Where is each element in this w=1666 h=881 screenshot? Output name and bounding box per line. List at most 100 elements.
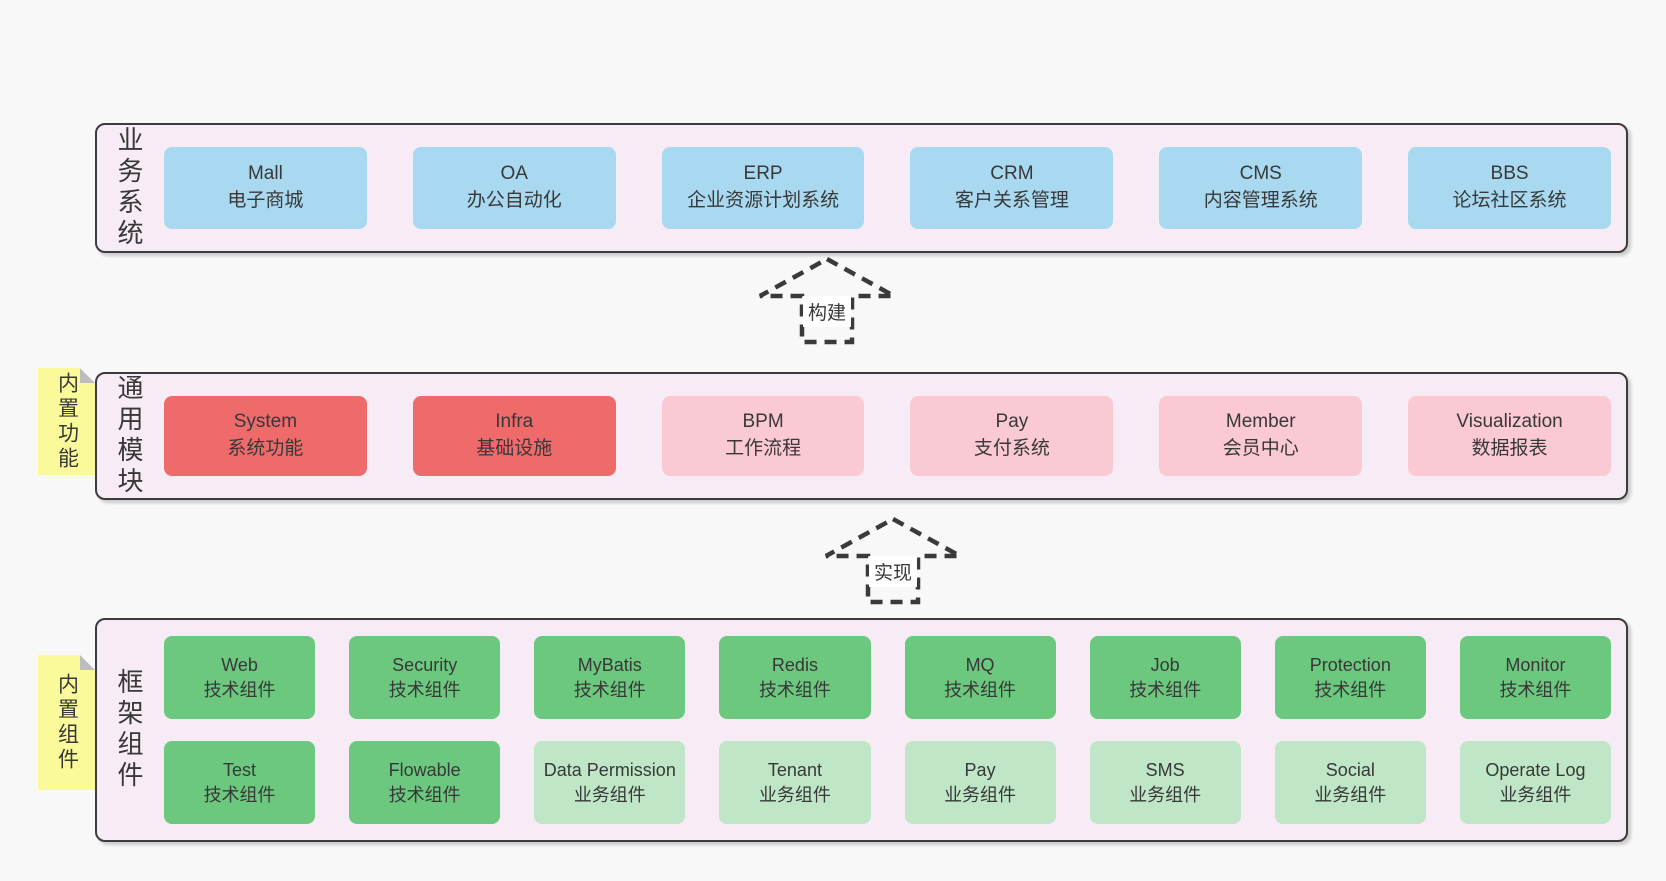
box-protection: Protection 技术组件 [1274, 636, 1426, 719]
framework-components-rows: Web 技术组件 Security 技术组件 MyBatis 技术组件 Redi… [154, 620, 1626, 840]
box-crm: CRM 客户关系管理 [910, 147, 1114, 229]
box-title: Flowable [388, 760, 461, 781]
arrow-label: 实现 [868, 556, 918, 587]
box-subtitle: 技术组件 [388, 784, 461, 805]
box-title: Web [221, 655, 258, 676]
box-title: MyBatis [577, 655, 642, 676]
box-subtitle: 数据报表 [1471, 438, 1548, 459]
box-subtitle: 技术组件 [944, 679, 1017, 700]
folded-corner [80, 655, 95, 670]
layer-common-modules: 通用模块 System 系统功能 Infra 基础设施 BPM 工作流程 Pay… [95, 372, 1628, 500]
box-title: Pay [995, 411, 1029, 433]
box-subtitle: 基础设施 [476, 438, 553, 459]
dashed-up-arrow-icon [824, 516, 962, 605]
box-subtitle: 技术组件 [1499, 679, 1572, 700]
box-title: BBS [1490, 163, 1529, 185]
box-sms: SMS 业务组件 [1089, 741, 1241, 824]
box-title: Monitor [1505, 655, 1566, 676]
box-monitor: Monitor 技术组件 [1459, 636, 1611, 719]
box-title: ERP [743, 163, 783, 185]
box-title: System [233, 411, 298, 433]
box-title: Test [223, 760, 257, 781]
box-subtitle: 技术组件 [203, 784, 276, 805]
box-title: BPM [742, 411, 784, 433]
box-subtitle: 论坛社区系统 [1452, 190, 1567, 211]
box-subtitle: 业务组件 [573, 784, 646, 805]
box-title: Mall [247, 163, 283, 185]
box-subtitle: 会员中心 [1222, 438, 1299, 459]
box-subtitle: 业务组件 [1129, 784, 1202, 805]
biz-components-row: Test 技术组件 Flowable 技术组件 Data Permission … [164, 741, 1611, 824]
tech-components-row: Web 技术组件 Security 技术组件 MyBatis 技术组件 Redi… [164, 636, 1611, 719]
business-systems-row: Mall 电子商城 OA 办公自动化 ERP 企业资源计划系统 CRM 客户关系… [154, 125, 1626, 251]
box-subtitle: 系统功能 [227, 438, 304, 459]
box-subtitle: 办公自动化 [466, 190, 562, 211]
layer-framework-components: 框架组件 Web 技术组件 Security 技术组件 MyBatis 技术组件… [95, 618, 1628, 842]
arrow-implement: 实现 [822, 516, 964, 606]
arrow-build: 构建 [756, 256, 898, 346]
box-job: Job 技术组件 [1089, 636, 1241, 719]
box-title: OA [500, 163, 528, 185]
box-mall: Mall 电子商城 [164, 147, 367, 229]
box-subtitle: 业务组件 [1314, 784, 1387, 805]
layer-title: 业务系统 [114, 126, 144, 250]
box-title: Redis [771, 655, 818, 676]
box-title: Security [392, 655, 458, 676]
box-mq: MQ 技术组件 [904, 636, 1056, 719]
box-security: Security 技术组件 [349, 636, 501, 719]
box-erp: ERP 企业资源计划系统 [661, 147, 865, 229]
box-bpm: BPM 工作流程 [661, 396, 865, 476]
box-subtitle: 支付系统 [973, 438, 1050, 459]
box-infra: Infra 基础设施 [412, 396, 616, 476]
box-operate-log: Operate Log 业务组件 [1459, 741, 1611, 824]
box-redis: Redis 技术组件 [719, 636, 871, 719]
sticky-note-builtin-components: 内置组件 [38, 655, 95, 790]
box-member: Member 会员中心 [1159, 396, 1363, 476]
layer-business-systems: 业务系统 Mall 电子商城 OA 办公自动化 ERP 企业资源计划系统 CRM… [95, 123, 1628, 253]
box-subtitle: 内容管理系统 [1203, 190, 1318, 211]
box-social: Social 业务组件 [1274, 741, 1426, 824]
box-test: Test 技术组件 [164, 741, 316, 824]
box-subtitle: 技术组件 [758, 679, 831, 700]
box-subtitle: 技术组件 [1314, 679, 1387, 700]
box-pay-system: Pay 支付系统 [910, 396, 1114, 476]
box-subtitle: 业务组件 [758, 784, 831, 805]
box-system: System 系统功能 [164, 396, 367, 476]
box-title: Protection [1309, 655, 1391, 676]
box-bbs: BBS 论坛社区系统 [1408, 147, 1611, 229]
common-modules-row: System 系统功能 Infra 基础设施 BPM 工作流程 Pay 支付系统… [154, 374, 1626, 498]
box-tenant: Tenant 业务组件 [719, 741, 871, 824]
box-mybatis: MyBatis 技术组件 [534, 636, 686, 719]
box-title: Social [1325, 760, 1375, 781]
box-subtitle: 业务组件 [1499, 784, 1572, 805]
box-title: CMS [1239, 163, 1282, 185]
box-title: Tenant [767, 760, 822, 781]
box-flowable: Flowable 技术组件 [349, 741, 501, 824]
box-title: Job [1150, 655, 1180, 676]
box-title: Data Permission [543, 760, 676, 781]
folded-corner [80, 368, 95, 383]
box-subtitle: 企业资源计划系统 [687, 190, 840, 211]
box-visualization: Visualization 数据报表 [1408, 396, 1611, 476]
box-subtitle: 客户关系管理 [954, 190, 1069, 211]
box-title: MQ [965, 655, 995, 676]
box-subtitle: 技术组件 [203, 679, 276, 700]
box-subtitle: 技术组件 [573, 679, 646, 700]
box-title: Visualization [1456, 411, 1563, 433]
box-subtitle: 技术组件 [388, 679, 461, 700]
dashed-up-arrow-icon [758, 256, 896, 345]
box-title: Member [1225, 411, 1296, 433]
layer-title: 通用模块 [114, 374, 144, 498]
box-web: Web 技术组件 [164, 636, 316, 719]
box-data-permission: Data Permission 业务组件 [534, 741, 686, 824]
box-title: SMS [1145, 760, 1185, 781]
box-title: Infra [495, 411, 534, 433]
box-oa: OA 办公自动化 [412, 147, 616, 229]
sticky-note-label: 内置组件 [55, 672, 79, 773]
sticky-note-label: 内置功能 [55, 371, 79, 472]
layer-title: 框架组件 [114, 668, 144, 792]
box-title: Operate Log [1485, 760, 1586, 781]
box-subtitle: 工作流程 [725, 438, 802, 459]
box-title: Pay [964, 760, 996, 781]
box-cms: CMS 内容管理系统 [1159, 147, 1363, 229]
